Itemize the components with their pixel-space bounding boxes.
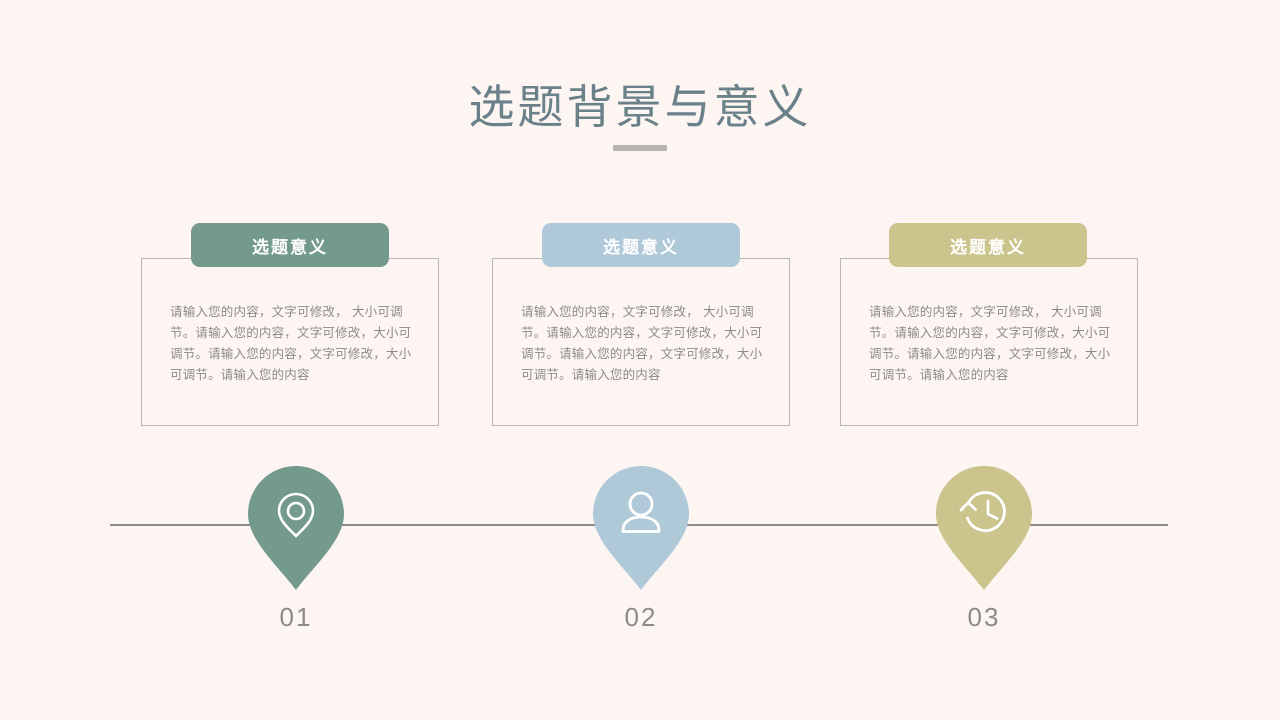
timeline-marker-2[interactable] — [593, 466, 689, 590]
title-underline — [613, 145, 667, 151]
timeline-number-1: 01 — [279, 602, 313, 632]
title-block: 选题背景与意义 — [0, 78, 1280, 151]
card-frame-1: 请输入您的内容，文字可修改， 大小可调节。请输入您的内容，文字可修改，大小可调节… — [141, 258, 439, 426]
timeline-marker-3[interactable] — [936, 466, 1032, 590]
card-body-text-2: 请输入您的内容，文字可修改， 大小可调节。请输入您的内容，文字可修改，大小可调节… — [521, 304, 763, 382]
timeline-marker-1[interactable] — [248, 466, 344, 590]
card-header-pill-2[interactable]: 选题意义 — [542, 223, 740, 267]
card-header-pill-1[interactable]: 选题意义 — [191, 223, 389, 267]
timeline-number-3: 03 — [967, 602, 1001, 632]
card-frame-2: 请输入您的内容，文字可修改， 大小可调节。请输入您的内容，文字可修改，大小可调节… — [492, 258, 790, 426]
card-frame-3: 请输入您的内容，文字可修改， 大小可调节。请输入您的内容，文字可修改，大小可调节… — [840, 258, 1138, 426]
card-header-pill-3[interactable]: 选题意义 — [889, 223, 1087, 267]
page-title: 选题背景与意义 — [468, 80, 812, 134]
user-icon — [621, 491, 661, 533]
cards-row: 请输入您的内容，文字可修改， 大小可调节。请输入您的内容，文字可修改，大小可调节… — [0, 258, 1280, 430]
card-body-text-3: 请输入您的内容，文字可修改， 大小可调节。请输入您的内容，文字可修改，大小可调节… — [869, 304, 1111, 382]
timeline-number-2: 02 — [624, 602, 658, 632]
location-pin-icon — [277, 492, 315, 538]
clock-history-icon — [959, 491, 1006, 532]
card-body-text-1: 请输入您的内容，文字可修改， 大小可调节。请输入您的内容，文字可修改，大小可调节… — [170, 304, 412, 382]
